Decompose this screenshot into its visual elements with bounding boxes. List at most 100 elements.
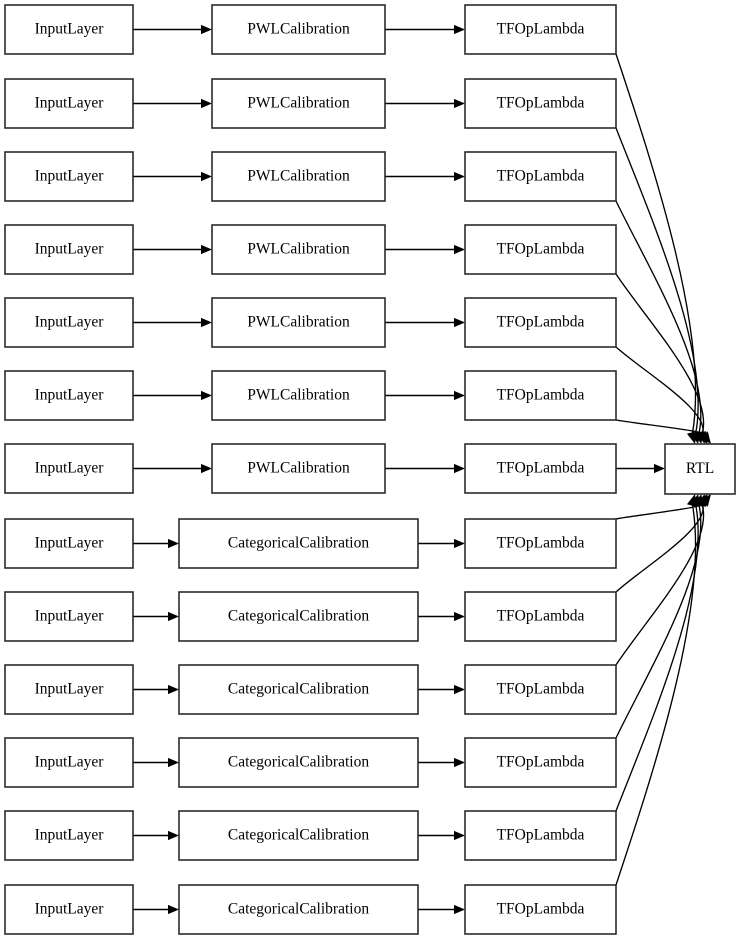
node-input-layer-8[interactable]: InputLayer [4,591,134,642]
node-input-layer-2[interactable]: InputLayer [4,151,134,202]
node-calibration-1[interactable]: PWLCalibration [211,78,386,129]
node-tfoplambda-8-label: TFOpLambda [497,608,585,625]
node-input-layer-10-box [4,737,134,788]
node-input-layer-10-label: InputLayer [35,754,105,771]
node-calibration-8-label: CategoricalCalibration [228,608,369,625]
node-input-layer-4[interactable]: InputLayer [4,297,134,348]
node-tfoplambda-0[interactable]: TFOpLambda [464,4,617,55]
edge-lambda-to-rtl-3 [615,273,705,435]
node-input-layer-1[interactable]: InputLayer [4,78,134,129]
node-tfoplambda-1-label: TFOpLambda [497,95,585,112]
node-tfoplambda-9[interactable]: TFOpLambda [464,664,617,715]
node-input-layer-11-label: InputLayer [35,827,105,844]
edges-layer [133,24,711,915]
node-calibration-6-label: PWLCalibration [247,460,350,477]
arrowhead-lambda-5 [454,390,465,401]
node-input-layer-0-label: InputLayer [35,21,105,38]
node-calibration-0-box [211,4,386,55]
node-calibration-4[interactable]: PWLCalibration [211,297,386,348]
node-calibration-0[interactable]: PWLCalibration [211,4,386,55]
node-tfoplambda-1-box [464,78,617,129]
node-rtl-output[interactable]: RTL [664,443,736,495]
edge-lambda-to-rtl-9 [615,503,705,666]
node-input-layer-8-box [4,591,134,642]
arrowhead-lambda-12 [454,904,465,915]
node-input-layer-0[interactable]: InputLayer [4,4,134,55]
node-input-layer-5[interactable]: InputLayer [4,370,134,421]
node-calibration-8[interactable]: CategoricalCalibration [178,591,419,642]
node-tfoplambda-8[interactable]: TFOpLambda [464,591,617,642]
node-input-layer-3[interactable]: InputLayer [4,224,134,275]
node-calibration-6[interactable]: PWLCalibration [211,443,386,494]
node-calibration-3-label: PWLCalibration [247,241,350,258]
node-tfoplambda-5-label: TFOpLambda [497,387,585,404]
arrowhead-lambda-3 [454,244,465,255]
node-calibration-7-box [178,518,419,569]
node-input-layer-6[interactable]: InputLayer [4,443,134,494]
node-input-layer-5-box [4,370,134,421]
node-tfoplambda-0-box [464,4,617,55]
node-tfoplambda-12-box [464,884,617,935]
node-calibration-1-box [211,78,386,129]
node-calibration-5[interactable]: PWLCalibration [211,370,386,421]
node-calibration-3-box [211,224,386,275]
edge-lambda-to-rtl-11 [615,503,699,812]
node-tfoplambda-11[interactable]: TFOpLambda [464,810,617,861]
node-calibration-12[interactable]: CategoricalCalibration [178,884,419,935]
node-input-layer-10[interactable]: InputLayer [4,737,134,788]
node-calibration-3[interactable]: PWLCalibration [211,224,386,275]
node-input-layer-9[interactable]: InputLayer [4,664,134,715]
node-input-layer-7-box [4,518,134,569]
node-calibration-10-label: CategoricalCalibration [228,754,369,771]
node-input-layer-12-label: InputLayer [35,901,105,918]
node-tfoplambda-11-box [464,810,617,861]
node-input-layer-11[interactable]: InputLayer [4,810,134,861]
node-input-layer-4-label: InputLayer [35,314,105,331]
node-input-layer-2-box [4,151,134,202]
node-tfoplambda-4[interactable]: TFOpLambda [464,297,617,348]
node-calibration-4-label: PWLCalibration [247,314,350,331]
node-input-layer-8-label: InputLayer [35,608,105,625]
node-calibration-2-box [211,151,386,202]
node-tfoplambda-9-box [464,664,617,715]
node-input-layer-12[interactable]: InputLayer [4,884,134,935]
node-calibration-7[interactable]: CategoricalCalibration [178,518,419,569]
node-input-layer-3-box [4,224,134,275]
node-tfoplambda-10[interactable]: TFOpLambda [464,737,617,788]
node-tfoplambda-10-box [464,737,617,788]
arrowhead-calibration-10 [168,757,179,768]
node-calibration-0-label: PWLCalibration [247,21,350,38]
node-calibration-2-label: PWLCalibration [247,168,350,185]
arrowhead-calibration-0 [201,24,212,35]
node-tfoplambda-3[interactable]: TFOpLambda [464,224,617,275]
node-rtl-output-box [664,443,736,495]
node-tfoplambda-3-label: TFOpLambda [497,241,585,258]
edge-lambda-to-rtl-12 [615,503,697,886]
node-calibration-11-box [178,810,419,861]
arrowhead-lambda-7 [454,538,465,549]
node-input-layer-5-label: InputLayer [35,387,105,404]
node-tfoplambda-5[interactable]: TFOpLambda [464,370,617,421]
node-calibration-10[interactable]: CategoricalCalibration [178,737,419,788]
node-tfoplambda-6[interactable]: TFOpLambda [464,443,617,494]
arrowhead-lambda-8 [454,611,465,622]
node-tfoplambda-1[interactable]: TFOpLambda [464,78,617,129]
node-calibration-9[interactable]: CategoricalCalibration [178,664,419,715]
arrowhead-calibration-4 [201,317,212,328]
node-tfoplambda-2-label: TFOpLambda [497,168,585,185]
arrowhead-rtl-5 [699,431,711,444]
node-tfoplambda-7[interactable]: TFOpLambda [464,518,617,569]
node-calibration-11[interactable]: CategoricalCalibration [178,810,419,861]
node-input-layer-7[interactable]: InputLayer [4,518,134,569]
node-tfoplambda-7-box [464,518,617,569]
arrowhead-rtl-6 [654,463,665,474]
node-tfoplambda-5-box [464,370,617,421]
arrowhead-lambda-0 [454,24,465,35]
arrowhead-lambda-9 [454,684,465,695]
node-tfoplambda-12[interactable]: TFOpLambda [464,884,617,935]
node-calibration-5-box [211,370,386,421]
node-calibration-2[interactable]: PWLCalibration [211,151,386,202]
node-calibration-12-label: CategoricalCalibration [228,901,369,918]
node-input-layer-4-box [4,297,134,348]
node-tfoplambda-2[interactable]: TFOpLambda [464,151,617,202]
